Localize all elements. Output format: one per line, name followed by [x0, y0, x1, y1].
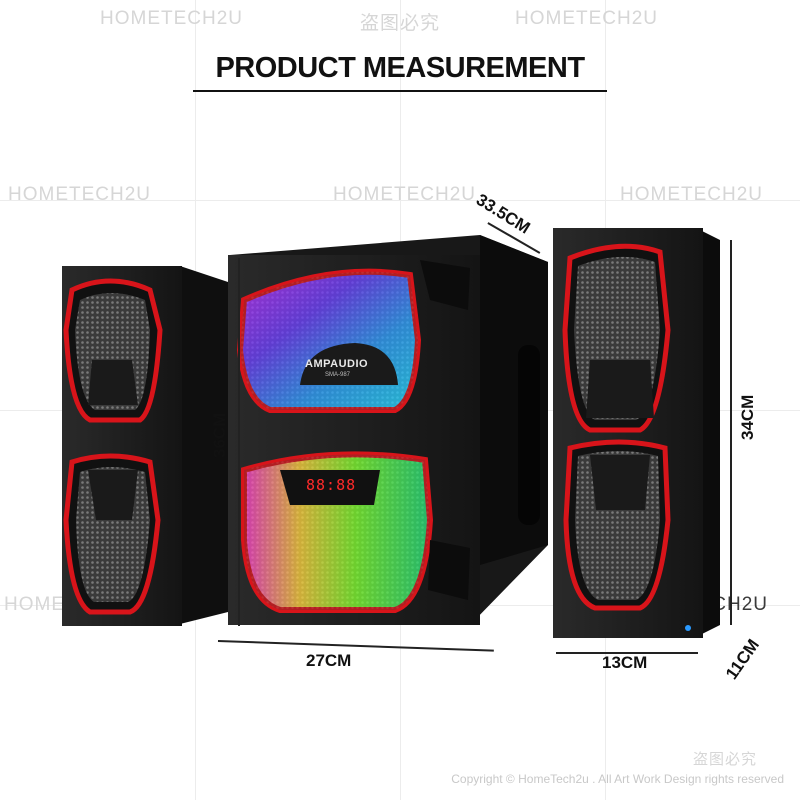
model-number: SMA-987 [325, 372, 351, 378]
dimension-line-sat-height [730, 240, 732, 625]
watermark: HOMETECH2U [333, 184, 477, 205]
watermark-cn: 盗图必究 [360, 13, 441, 34]
watermark-cn: 盗图必究 [693, 751, 758, 768]
right-satellite-speaker [553, 228, 720, 638]
subwoofer [228, 235, 548, 625]
grid-line [0, 200, 800, 201]
dimension-sub-height: 36CM [210, 412, 229, 458]
dimension-sub-width: 27CM [306, 651, 352, 670]
led-display: 88:88 [306, 476, 357, 494]
title-underline [193, 90, 607, 92]
watermark: HOMETECH2U [8, 184, 152, 205]
dimension-line-sat-width [556, 652, 698, 654]
dimension-line-sub-height [238, 258, 240, 626]
page-title: PRODUCT MEASUREMENT [215, 52, 585, 84]
left-satellite-speaker [62, 266, 228, 626]
watermark: HOMETECH2U [100, 8, 244, 29]
dimension-sat-width: 13CM [602, 653, 648, 672]
brand-logo: AMPAUDIO [305, 358, 369, 370]
copyright-notice: Copyright © HomeTech2u . All Art Work De… [451, 772, 784, 786]
watermark: HOMETECH2U [620, 184, 764, 205]
dimension-sat-height: 34CM [738, 394, 757, 440]
watermark: HOMETECH2U [515, 8, 659, 29]
